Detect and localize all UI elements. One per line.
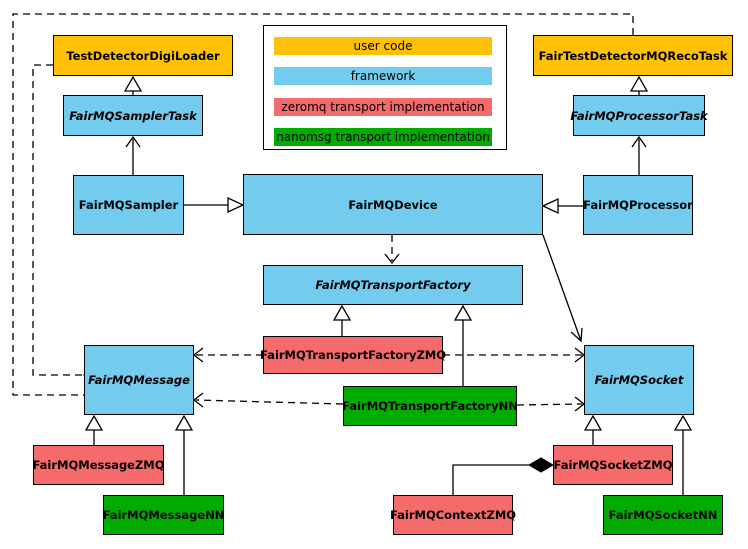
- edge-sampler-inherits-device: [184, 196, 245, 214]
- legend: user code framework zeromq transport imp…: [263, 25, 507, 150]
- node-fairmqmessagenn: FairMQMessageNN: [103, 495, 224, 535]
- node-fairmqsocketzmq: FairMQSocketZMQ: [553, 445, 673, 485]
- legend-swatch-zeromq: zeromq transport implementation: [274, 98, 492, 116]
- edge-factoryzmq-depends-socket: [443, 347, 586, 363]
- node-fairmqmessagezmq: FairMQMessageZMQ: [32, 445, 165, 485]
- edge-factoryzmq-depends-message: [192, 347, 263, 363]
- node-fairmqprocessortask: FairMQProcessorTask: [570, 95, 708, 136]
- node-fairmqtransportfactory: FairMQTransportFactory: [263, 265, 523, 305]
- node-fairmqdevice: FairMQDevice: [243, 174, 543, 235]
- edge-samplertask-inherits-digiloader: [123, 75, 143, 95]
- node-fairmqmessage: FairMQMessage: [84, 345, 194, 415]
- legend-label-zeromq: zeromq transport implementation: [281, 100, 485, 114]
- node-fairmqtransportfactoryzmq: FairMQTransportFactoryZMQ: [260, 336, 446, 374]
- edge-device-depends-transportfactory: [384, 235, 400, 265]
- node-fairmqsampler: FairMQSampler: [73, 175, 184, 235]
- node-fairmqcontextzmq: FairMQContextZMQ: [390, 495, 516, 535]
- node-testdetectordigiloader: TestDetectorDigiLoader: [53, 35, 233, 76]
- edge-processor-uses-processortask: [631, 135, 647, 175]
- edge-messagezmq-inherits-message: [84, 414, 104, 445]
- legend-label-framework: framework: [350, 69, 416, 83]
- node-fairtestdetectormqrecotask: FairTestDetectorMQRecoTask: [533, 35, 733, 76]
- edge-messagenn-inherits-message: [174, 414, 194, 495]
- legend-label-nanomsg: nanomsg transport implementation: [276, 130, 490, 144]
- node-fairmqprocessor: FairMQProcessor: [583, 175, 693, 235]
- node-fairmqsocket: FairMQSocket: [584, 345, 694, 415]
- edge-processor-inherits-device: [541, 197, 583, 215]
- edge-factoryzmq-inherits-factory: [332, 304, 352, 336]
- edge-factorynn-inherits-factory: [453, 304, 473, 386]
- edge-socketzmq-inherits-socket: [583, 414, 603, 445]
- legend-swatch-framework: framework: [274, 67, 492, 85]
- node-fairmqsamplertask: FairMQSamplerTask: [63, 95, 203, 136]
- edge-processortask-inherits-recotask: [629, 75, 649, 95]
- node-fairmqsocketnn: FairMQSocketNN: [603, 495, 723, 535]
- legend-label-user-code: user code: [353, 39, 413, 53]
- edge-factorynn-depends-socket: [516, 396, 586, 412]
- edge-socketzmq-owns-contextzmq: [452, 457, 554, 495]
- edge-sampler-uses-samplertask: [125, 135, 141, 175]
- edge-socketnn-inherits-socket: [673, 414, 693, 495]
- edge-factorynn-depends-message: [192, 392, 344, 408]
- node-fairmqtransportfactorynn: FairMQTransportFactoryNN: [342, 386, 518, 426]
- legend-swatch-nanomsg: nanomsg transport implementation: [274, 128, 492, 146]
- legend-swatch-user-code: user code: [274, 37, 492, 55]
- edge-device-uses-socket: [542, 234, 583, 343]
